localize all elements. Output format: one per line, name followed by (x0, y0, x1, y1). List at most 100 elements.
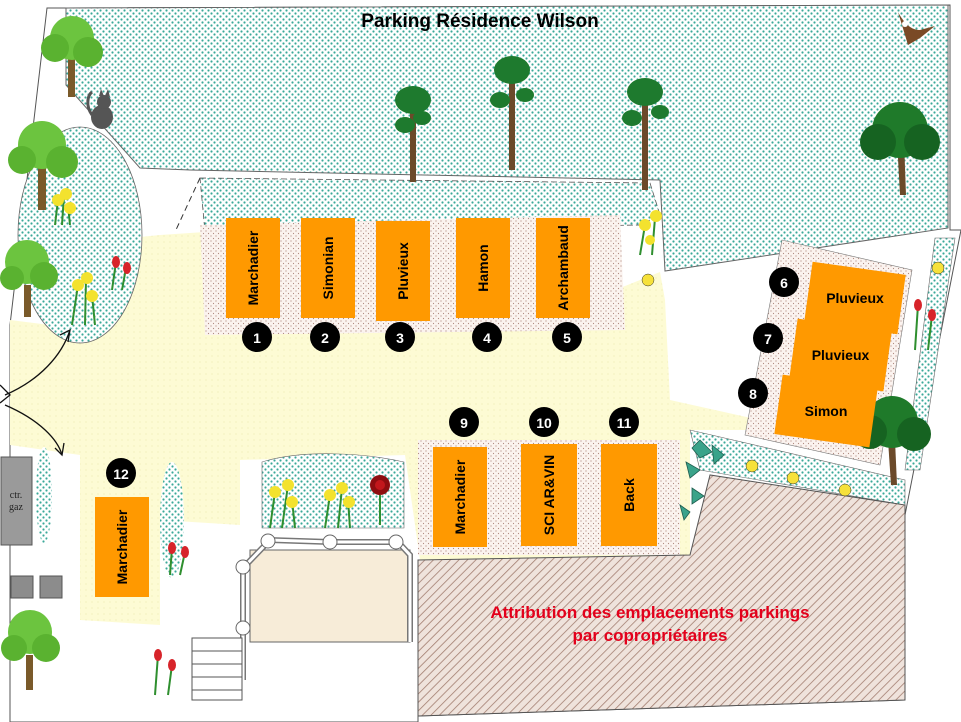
parking-spot-11[interactable]: Back 11 (601, 407, 657, 546)
stairs (191, 637, 243, 701)
parking-spot-rect (774, 374, 878, 448)
parking-spot-9[interactable]: Marchadier 9 (433, 407, 487, 547)
railing-posts (235, 533, 404, 636)
tulip-icon (111, 256, 131, 291)
hatched-area (417, 474, 906, 717)
spot-number: 6 (780, 275, 788, 291)
tulip-icon (914, 299, 936, 351)
spot-number: 3 (396, 330, 404, 346)
parking-spot-owner: Archambaud (555, 225, 571, 311)
parking-spot-rect (226, 218, 280, 318)
rose-icon (370, 475, 390, 525)
small-flower-icon (641, 261, 945, 497)
daffodil-icon (324, 482, 355, 529)
parking-spot-owner: Marchadier (245, 230, 261, 305)
parking-spot-5[interactable]: Archambaud 5 (536, 218, 590, 352)
spot-number-badge (242, 322, 272, 352)
page-title: Parking Résidence Wilson (361, 11, 598, 32)
cat-icon (86, 89, 113, 129)
parking-spot-owner: Simonian (320, 236, 336, 299)
spot-number: 11 (617, 415, 632, 431)
spot-number-badge (738, 378, 768, 408)
spot-number-badge (769, 267, 799, 297)
gate (0, 328, 71, 457)
daffodil-icon (71, 272, 98, 326)
pine-tree-icon (395, 86, 431, 182)
parking-spot-owner: Pluvieux (826, 290, 884, 306)
tulip-icon (168, 542, 189, 576)
caption-line-1: Attribution des emplacements parkings (490, 603, 809, 622)
spot-number-badge (552, 322, 582, 352)
daffodil-icon (269, 479, 298, 529)
parking-spots: Marchadier1Simonian2Pluvieux3Hamon4Archa… (95, 218, 906, 597)
gas-box (0, 456, 33, 546)
parking-spot-4[interactable]: Hamon 4 (456, 218, 510, 352)
tulip-icon (154, 649, 176, 696)
parking-spot-rect (376, 221, 430, 321)
spot-number: 2 (321, 330, 329, 346)
pine-tree-icon (490, 56, 534, 170)
eagle-icon (898, 12, 935, 45)
parking-spot-8[interactable]: Simon 8 (738, 374, 878, 448)
parking-spot-6[interactable]: Pluvieux 6 (769, 261, 906, 335)
parking-spot-rect (456, 218, 510, 318)
lawn-strip-right (904, 237, 956, 471)
lawn-left-low (36, 447, 52, 543)
tree-icon (1, 610, 60, 690)
spot-number-badge (106, 458, 136, 488)
bin-left (10, 575, 34, 599)
caption-line-2: par copropriétaires (573, 626, 728, 645)
parking-spot-owner: Marchadier (114, 509, 130, 584)
spot-number: 7 (764, 331, 772, 347)
pine-tree-icon (622, 78, 669, 190)
spot-number-badge (385, 322, 415, 352)
parking-spot-10[interactable]: SCI AR&VIN 10 (521, 407, 577, 546)
gas-box-label-2: gaz (9, 502, 23, 513)
spot-number: 8 (749, 386, 757, 402)
spot-number: 10 (536, 415, 552, 431)
parking-spot-owner: Hamon (475, 244, 491, 291)
parking-spot-2[interactable]: Simonian 2 (301, 218, 355, 352)
parking-spot-owner: SCI AR&VIN (541, 455, 557, 535)
tree-icon (0, 240, 58, 317)
parking-spot-rect (536, 218, 590, 318)
parking-spot-owner: Marchadier (452, 459, 468, 534)
parking-spot-owner: Back (621, 478, 637, 512)
lawn-spot-12 (160, 462, 184, 578)
parking-spot-owner: Simon (805, 403, 848, 419)
parking-spot-7[interactable]: Pluvieux 7 (753, 318, 892, 392)
parking-spot-rect (789, 318, 892, 392)
spot-number: 9 (460, 415, 468, 431)
spot-number-badge (310, 322, 340, 352)
parking-spot-rect (433, 447, 487, 547)
parking-spot-rect (95, 497, 149, 597)
parking-spot-rect (804, 261, 906, 335)
spot-number-badge (529, 407, 559, 437)
parking-spot-owner: Pluvieux (812, 347, 870, 363)
tree-icon (41, 16, 103, 97)
tree-icon (8, 121, 78, 210)
parking-spot-12[interactable]: Marchadier 12 (95, 458, 149, 597)
terrace (249, 549, 411, 643)
parking-spot-owner: Pluvieux (395, 242, 411, 300)
parking-spot-rect (601, 444, 657, 546)
spot-number-badge (472, 322, 502, 352)
spot-number: 4 (483, 330, 491, 346)
parking-spot-3[interactable]: Pluvieux 3 (376, 221, 430, 352)
spot-number: 1 (253, 330, 261, 346)
gas-box-label-1: ctr. (10, 490, 23, 501)
spot-number: 5 (563, 330, 571, 346)
parking-spot-rect (521, 444, 577, 546)
leaf-plant-icon (679, 439, 725, 521)
daffodil-icon (639, 210, 662, 256)
spot-number-badge (753, 323, 783, 353)
daffodil-icon (52, 188, 76, 226)
parking-spot-rect (301, 218, 355, 318)
spot-number-badge (449, 407, 479, 437)
parking-spot-1[interactable]: Marchadier 1 (226, 218, 280, 352)
spot-number: 12 (113, 466, 129, 482)
spot-number-badge (609, 407, 639, 437)
tree-icon (860, 102, 940, 195)
bin-right (39, 575, 63, 599)
